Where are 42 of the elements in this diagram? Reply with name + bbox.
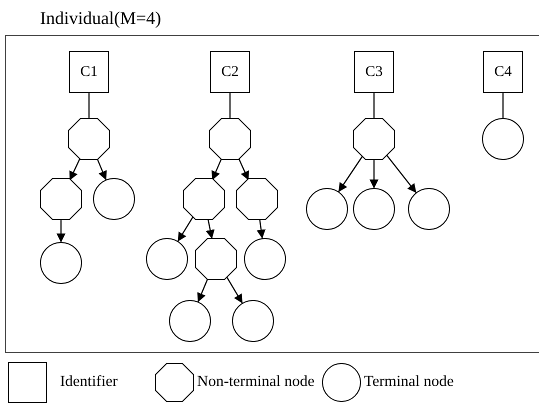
connector-line xyxy=(229,93,231,118)
identifier-box: C2 xyxy=(210,51,250,93)
terminal-node-circle xyxy=(244,238,286,280)
terminal-node-circle xyxy=(93,178,135,220)
terminal-node-circle xyxy=(353,188,395,230)
arrow xyxy=(386,154,417,194)
terminal-node-circle xyxy=(232,300,274,342)
arrow xyxy=(238,157,250,181)
non-terminal-node-octagon xyxy=(195,238,237,280)
connector-line xyxy=(373,93,375,118)
arrow xyxy=(226,276,244,304)
identifier-box: C4 xyxy=(483,51,523,93)
legend-label: Identifier xyxy=(60,373,118,391)
arrow xyxy=(370,160,378,188)
non-terminal-node-octagon xyxy=(183,178,225,220)
terminal-node-circle xyxy=(40,242,82,284)
arrow xyxy=(206,218,215,240)
non-terminal-node-octagon xyxy=(209,118,251,160)
legend-label: Terminal node xyxy=(364,373,454,391)
terminal-node-circle xyxy=(169,300,211,342)
non-terminal-node-octagon xyxy=(40,178,82,220)
arrow xyxy=(212,158,222,180)
arrow xyxy=(338,156,364,192)
non-terminal-node-octagon xyxy=(353,118,395,160)
arrow xyxy=(256,219,266,239)
terminal-node-circle xyxy=(146,238,188,280)
legend-label: Non-terminal node xyxy=(197,373,315,391)
arrow xyxy=(177,216,194,242)
terminal-node-circle xyxy=(306,188,348,230)
identifier-box: C1 xyxy=(69,51,109,93)
arrow xyxy=(56,220,66,242)
frame-title: Individual(M=4) xyxy=(40,8,162,29)
non-terminal-node-octagon xyxy=(68,118,110,160)
non-terminal-node-octagon xyxy=(236,178,278,220)
connector-line xyxy=(502,93,504,118)
terminal-node-circle xyxy=(408,188,450,230)
terminal-node-circle xyxy=(482,118,524,160)
identifier-box: C3 xyxy=(354,51,394,93)
arrow xyxy=(96,158,107,180)
connector-line xyxy=(88,93,90,118)
arrow xyxy=(69,157,81,181)
arrow xyxy=(197,278,209,302)
